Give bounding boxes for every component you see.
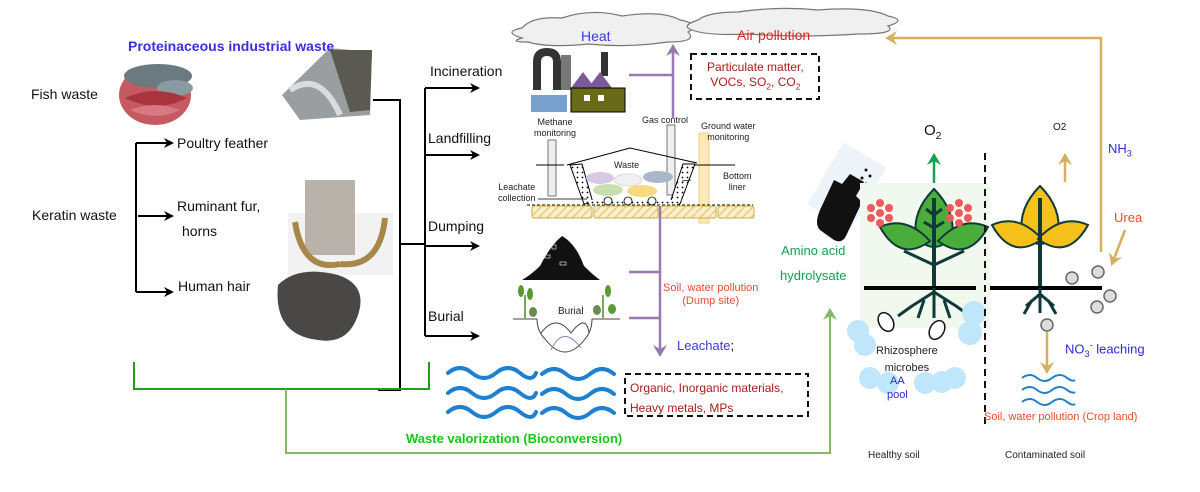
- contaminated-o2-label: O2: [1053, 122, 1067, 133]
- waste-valorization-label: Waste valorization (Bioconversion): [406, 431, 623, 446]
- water-pollutants-text: Organic, Inorganic materials,Heavy metal…: [630, 381, 784, 415]
- dump-pile-icon: [522, 236, 600, 280]
- human-hair-image: [277, 271, 361, 341]
- water-pollutants-box: [624, 373, 809, 417]
- gas-control-label: Gas control: [642, 115, 689, 125]
- leachate-arrow: [629, 206, 667, 357]
- urea-label: Urea: [1114, 210, 1143, 225]
- landfill-diagram: [527, 124, 755, 224]
- waste-label: Waste: [614, 160, 640, 170]
- valorization-bracket: [133, 308, 837, 454]
- incinerator-icon: [531, 48, 626, 113]
- air-pollution-cloud: [686, 7, 899, 37]
- heat-label: Heat: [581, 28, 611, 44]
- aa-pool-circles: [847, 301, 986, 394]
- no3-leaching-label: NO3- leaching: [1065, 340, 1145, 359]
- dump-pollution-label: Soil, water pollution(Dump site): [663, 282, 759, 307]
- fish-waste-image: [119, 64, 193, 125]
- poultry-feather-image: [282, 48, 372, 120]
- keratin-waste-label: Keratin waste: [32, 207, 117, 223]
- air-pollutants-box: [690, 53, 820, 100]
- urea-granules: [1040, 265, 1117, 332]
- ruminant-fur-label: Ruminant fur,: [177, 198, 261, 214]
- poultry-feather-label: Poultry feather: [177, 135, 269, 151]
- method-landfilling: Landfilling: [428, 130, 492, 146]
- air-pollutants-text: Particulate matter, VOCs, SO2, CO2: [707, 60, 804, 94]
- leachate-label: Leachate;: [677, 338, 735, 353]
- burial-pit-label: Burial: [558, 306, 584, 317]
- diagram-title: Proteinaceous industrial waste: [128, 38, 335, 54]
- fish-waste-label: Fish waste: [31, 86, 98, 102]
- pollutants-line1: Particulate matter,: [707, 60, 804, 74]
- nh3-arrow: [885, 31, 1103, 252]
- method-dumping: Dumping: [428, 218, 485, 234]
- crop-water-waves-icon: [1021, 374, 1076, 406]
- water-waves-icon: [446, 366, 616, 420]
- keratin-tree-connectors: [135, 138, 174, 297]
- healthy-o2-label: O2: [924, 122, 942, 142]
- microbe-icons: [877, 311, 946, 341]
- pollutants-line2: VOCs, SO2, CO2: [710, 75, 801, 92]
- crop-land-pollution-label: Soil, water pollution (Crop land): [984, 411, 1138, 423]
- contaminated-soil-caption: Contaminated soil: [1005, 450, 1086, 461]
- urea-arrow: [1109, 229, 1127, 266]
- nh3-label: NH3: [1108, 141, 1132, 159]
- contaminated-plant-icon: [990, 184, 1102, 315]
- healthy-soil-caption: Healthy soil: [868, 450, 920, 461]
- air-pollution-label: Air pollution: [737, 27, 811, 43]
- gas-arrow: [629, 44, 680, 118]
- burial-icon: [513, 285, 620, 353]
- human-hair-label: Human hair: [178, 278, 251, 294]
- method-burial: Burial: [428, 308, 464, 324]
- method-incineration: Incineration: [430, 63, 503, 79]
- horns-label: horns: [182, 223, 218, 239]
- ruminant-image: [288, 180, 393, 275]
